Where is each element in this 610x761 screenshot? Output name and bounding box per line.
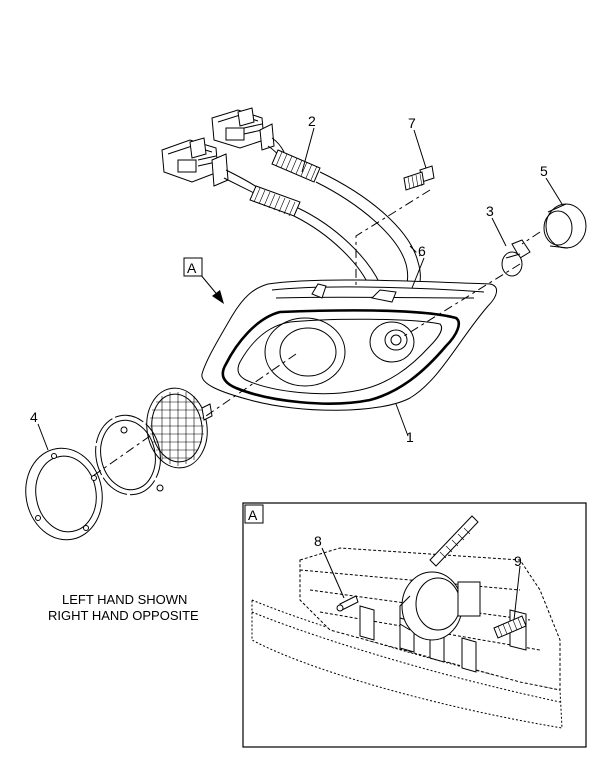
detail-spring-9 <box>493 615 527 639</box>
callout-8: 8 <box>314 533 322 549</box>
callout-1: 1 <box>406 429 414 445</box>
harness-connector-upper <box>211 107 275 151</box>
harness-connector-lower <box>161 137 229 187</box>
callout-7: 7 <box>408 115 416 131</box>
callout-9: 9 <box>514 553 522 569</box>
detail-a-panel: A <box>242 502 587 748</box>
detail-adjuster <box>399 571 481 641</box>
headlamp-housing <box>201 279 497 411</box>
callout-4: 4 <box>30 409 38 425</box>
view-a-arrow <box>199 273 224 304</box>
sealed-beam-lamp <box>146 387 213 469</box>
detail-long-screw <box>429 515 479 567</box>
view-label-a: A <box>183 257 203 277</box>
bulb <box>501 239 531 277</box>
retainer-ring <box>95 414 164 496</box>
socket-cap <box>543 203 587 249</box>
bezel-ring <box>25 447 103 541</box>
callout-6: 6 <box>418 243 426 259</box>
detail-screw-8 <box>336 595 359 612</box>
assembly-centerlines <box>89 189 541 479</box>
high-beam-socket <box>369 321 415 363</box>
callout-2: 2 <box>308 113 316 129</box>
harness-sleeve-lower <box>249 185 301 217</box>
wire-harness <box>161 107 421 309</box>
detail-a-label: A <box>248 507 258 523</box>
svg-text:A: A <box>187 260 197 276</box>
harness-sleeve-upper <box>271 149 321 183</box>
leader-lines <box>37 127 563 451</box>
callout-5: 5 <box>540 163 548 179</box>
adjust-screw <box>403 165 435 191</box>
note-line-1: LEFT HAND SHOWN <box>62 592 187 607</box>
note-line-2: RIGHT HAND OPPOSITE <box>48 608 199 623</box>
low-beam-bowl <box>264 317 346 387</box>
callout-3: 3 <box>486 203 494 219</box>
